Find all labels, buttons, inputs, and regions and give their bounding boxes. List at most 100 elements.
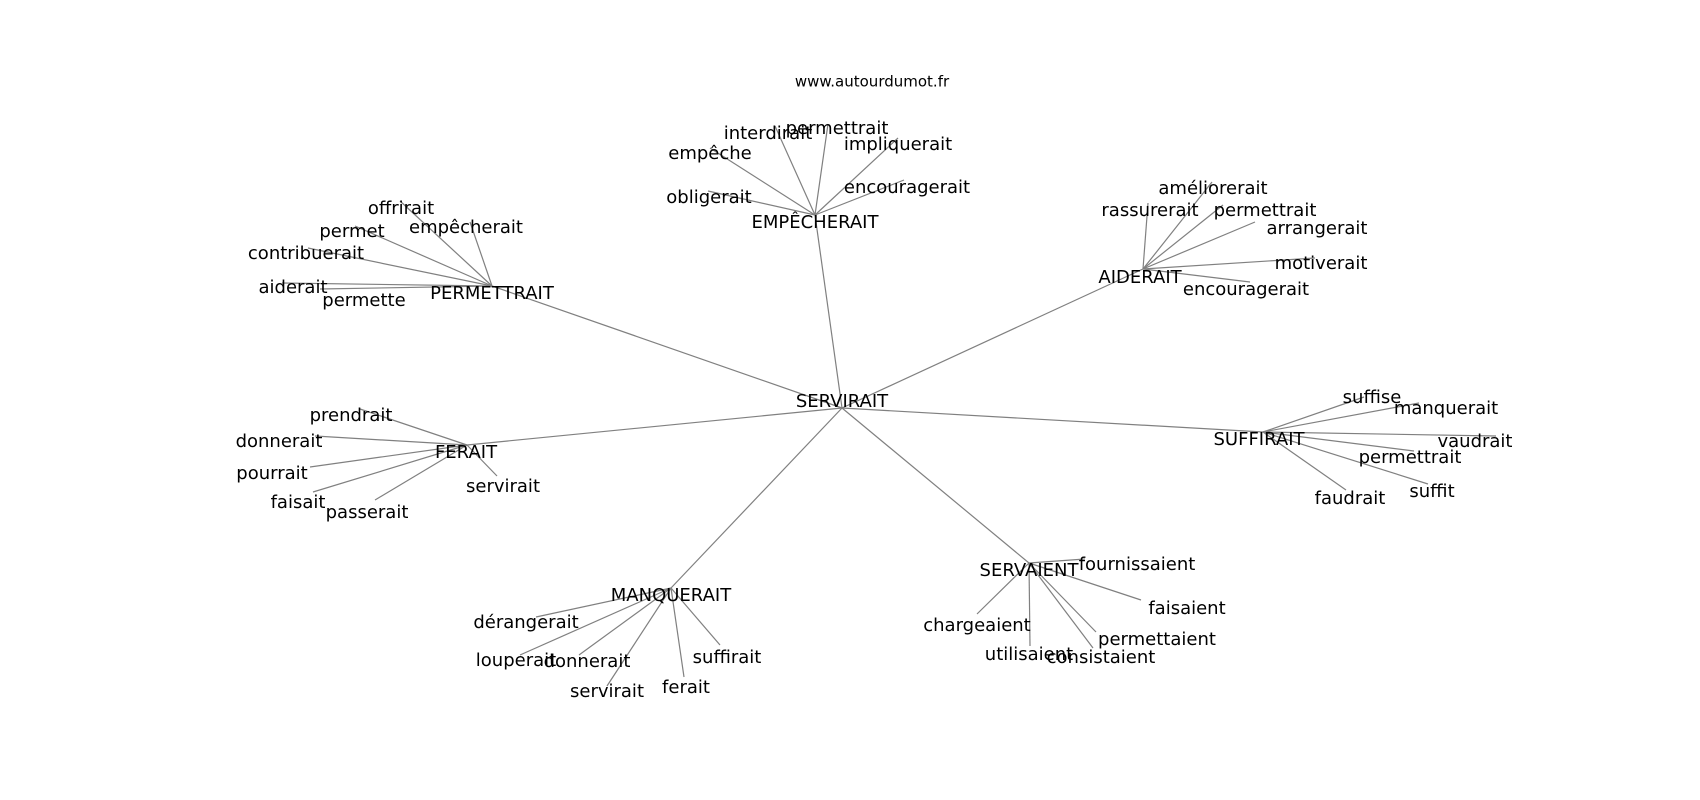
leaf-word: dérangerait — [473, 612, 578, 633]
edge-hub-leaf — [1262, 431, 1429, 485]
edge-hub-leaf — [814, 123, 829, 216]
leaf-word: obligerait — [666, 187, 751, 208]
leaf-word: améliorerait — [1158, 178, 1267, 199]
edge-hub-leaf — [519, 587, 672, 656]
leaf-word: permettrait — [1214, 200, 1317, 221]
edge-hub-leaf — [1262, 402, 1420, 433]
edge-hub-leaf — [535, 587, 672, 618]
leaf-word: suffit — [1409, 481, 1454, 502]
leaf-word: pourrait — [236, 463, 307, 484]
edge-hub-leaf — [578, 587, 672, 656]
leaf-word: donnerait — [544, 651, 631, 672]
edge-hub-leaf — [814, 137, 899, 216]
edge-hub-leaf — [709, 147, 816, 216]
edge-center-hub — [841, 268, 1144, 409]
leaf-word: manquerait — [1394, 398, 1498, 419]
edge-hub-leaf — [1142, 181, 1213, 270]
edge-hub-leaf — [399, 200, 493, 287]
leaf-word: arrangerait — [1267, 218, 1368, 239]
leaf-word: suffirait — [693, 647, 762, 668]
leaf-word: aiderait — [258, 277, 327, 298]
edge-hub-leaf — [1028, 562, 1094, 649]
edge-hub-leaf — [1142, 221, 1256, 270]
leaf-word: faudrait — [1315, 488, 1386, 509]
edge-hub-leaf — [359, 408, 468, 446]
leaf-word: permettrait — [1359, 447, 1462, 468]
edge-center-hub — [670, 407, 843, 589]
edge-hub-leaf — [1028, 562, 1031, 647]
hub-word: EMPÊCHERAIT — [751, 211, 879, 233]
graph-edges — [281, 123, 1497, 687]
source-label: www.autourdumot.fr — [795, 73, 950, 91]
edge-hub-leaf — [1142, 257, 1316, 270]
edge-hub-leaf — [606, 587, 672, 687]
leaf-word: permette — [322, 290, 405, 311]
edge-center-hub — [466, 407, 843, 446]
edge-hub-leaf — [1262, 431, 1497, 437]
leaf-word: chargeaient — [923, 615, 1031, 636]
leaf-word: motiverait — [1275, 253, 1368, 274]
leaf-word: prendrait — [310, 405, 393, 426]
leaf-word: permettrait — [786, 118, 889, 139]
edge-hub-leaf — [670, 587, 721, 646]
hub-word: SUFFIRAIT — [1213, 429, 1305, 450]
edge-hub-leaf — [1028, 562, 1142, 601]
edge-hub-leaf — [1262, 431, 1347, 491]
edge-center-hub — [841, 407, 1264, 433]
leaf-word: ferait — [662, 677, 710, 698]
edge-hub-leaf — [374, 444, 468, 501]
leaf-word: offrirait — [368, 198, 434, 219]
leaf-word: encouragerait — [1183, 279, 1309, 300]
leaf-word: suffise — [1343, 387, 1402, 408]
edge-hub-leaf — [319, 285, 493, 290]
leaf-word: rassurerait — [1101, 200, 1198, 221]
leaf-word: impliquerait — [844, 134, 952, 155]
graph-labels: www.autourdumot.fr SERVIRAIT interdirait… — [236, 73, 1513, 703]
edge-hub-leaf — [1262, 431, 1415, 452]
hub-word: PERMETTRAIT — [430, 283, 555, 304]
leaf-word: interdirait — [724, 123, 813, 144]
edge-center-hub — [491, 285, 843, 409]
leaf-word: empêcherait — [409, 217, 523, 238]
hub-word: FERAIT — [435, 442, 498, 463]
leaf-word: consistaient — [1047, 647, 1156, 668]
edge-hub-leaf — [670, 587, 685, 678]
edge-hub-leaf — [774, 125, 816, 216]
edge-hub-leaf — [1028, 558, 1086, 564]
leaf-word: servirait — [466, 476, 540, 497]
edge-hub-leaf — [1262, 396, 1365, 433]
edge-hub-leaf — [1142, 204, 1224, 270]
edge-hub-leaf — [976, 562, 1030, 615]
edge-center-hub — [841, 407, 1030, 564]
edge-hub-leaf — [1028, 562, 1097, 633]
leaf-word: empêche — [668, 143, 752, 164]
edge-hub-leaf — [707, 190, 816, 216]
edge-hub-leaf — [314, 435, 468, 446]
center-word: SERVIRAIT — [796, 391, 889, 412]
leaf-word: permettaient — [1098, 629, 1216, 650]
leaf-word: fournissaient — [1079, 554, 1196, 575]
edge-hub-leaf — [312, 444, 468, 493]
leaf-word: contribuerait — [248, 243, 364, 264]
leaf-word: passerait — [326, 502, 409, 523]
leaf-word: louperait — [476, 650, 556, 671]
leaf-word: vaudrait — [1437, 431, 1512, 452]
leaf-word: donnerait — [236, 431, 323, 452]
hub-word: AIDERAIT — [1098, 267, 1182, 288]
edge-hub-leaf — [281, 282, 493, 287]
leaf-word: permet — [319, 221, 384, 242]
edge-hub-leaf — [307, 247, 493, 287]
hub-word: MANQUERAIT — [611, 585, 732, 606]
leaf-word: encouragerait — [844, 177, 970, 198]
leaf-word: utilisaient — [985, 644, 1073, 665]
leaf-word: faisaient — [1148, 598, 1225, 619]
edge-hub-leaf — [354, 225, 493, 287]
hub-word: SERVAIENT — [980, 560, 1080, 581]
edge-hub-leaf — [309, 444, 468, 468]
edge-hub-leaf — [1142, 268, 1251, 283]
leaf-word: servirait — [570, 681, 644, 702]
edge-hub-leaf — [466, 444, 498, 477]
edge-hub-leaf — [814, 179, 905, 216]
edge-hub-leaf — [469, 221, 493, 287]
